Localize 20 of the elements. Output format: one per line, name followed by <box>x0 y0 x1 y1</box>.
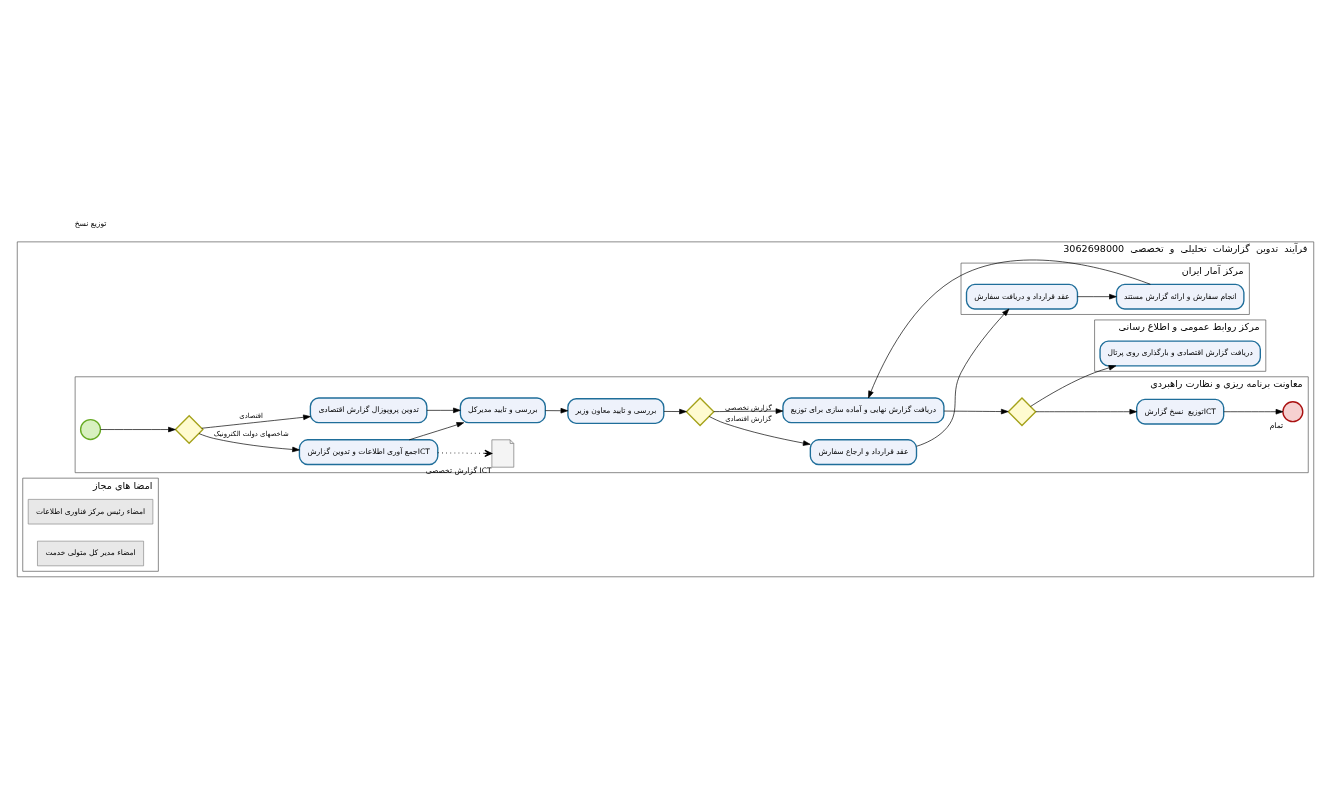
arrow <box>1030 365 1117 407</box>
arrow <box>663 408 687 415</box>
arrow <box>943 408 1009 415</box>
arrow <box>100 426 176 433</box>
node-circle <box>79 418 102 441</box>
arrow <box>713 408 784 414</box>
arrow <box>545 407 569 414</box>
arrow <box>1035 409 1137 415</box>
arrow <box>916 308 1010 447</box>
arrow <box>1077 293 1117 300</box>
node-circle <box>1282 401 1304 423</box>
arrow <box>426 407 461 414</box>
arrow <box>708 416 811 446</box>
arrow <box>437 449 493 457</box>
arrow <box>198 433 300 453</box>
node-diamond <box>685 397 715 427</box>
node-diamond <box>1007 397 1037 427</box>
arrow <box>201 414 311 429</box>
arrow <box>1223 409 1284 415</box>
node-diamond <box>174 414 204 445</box>
